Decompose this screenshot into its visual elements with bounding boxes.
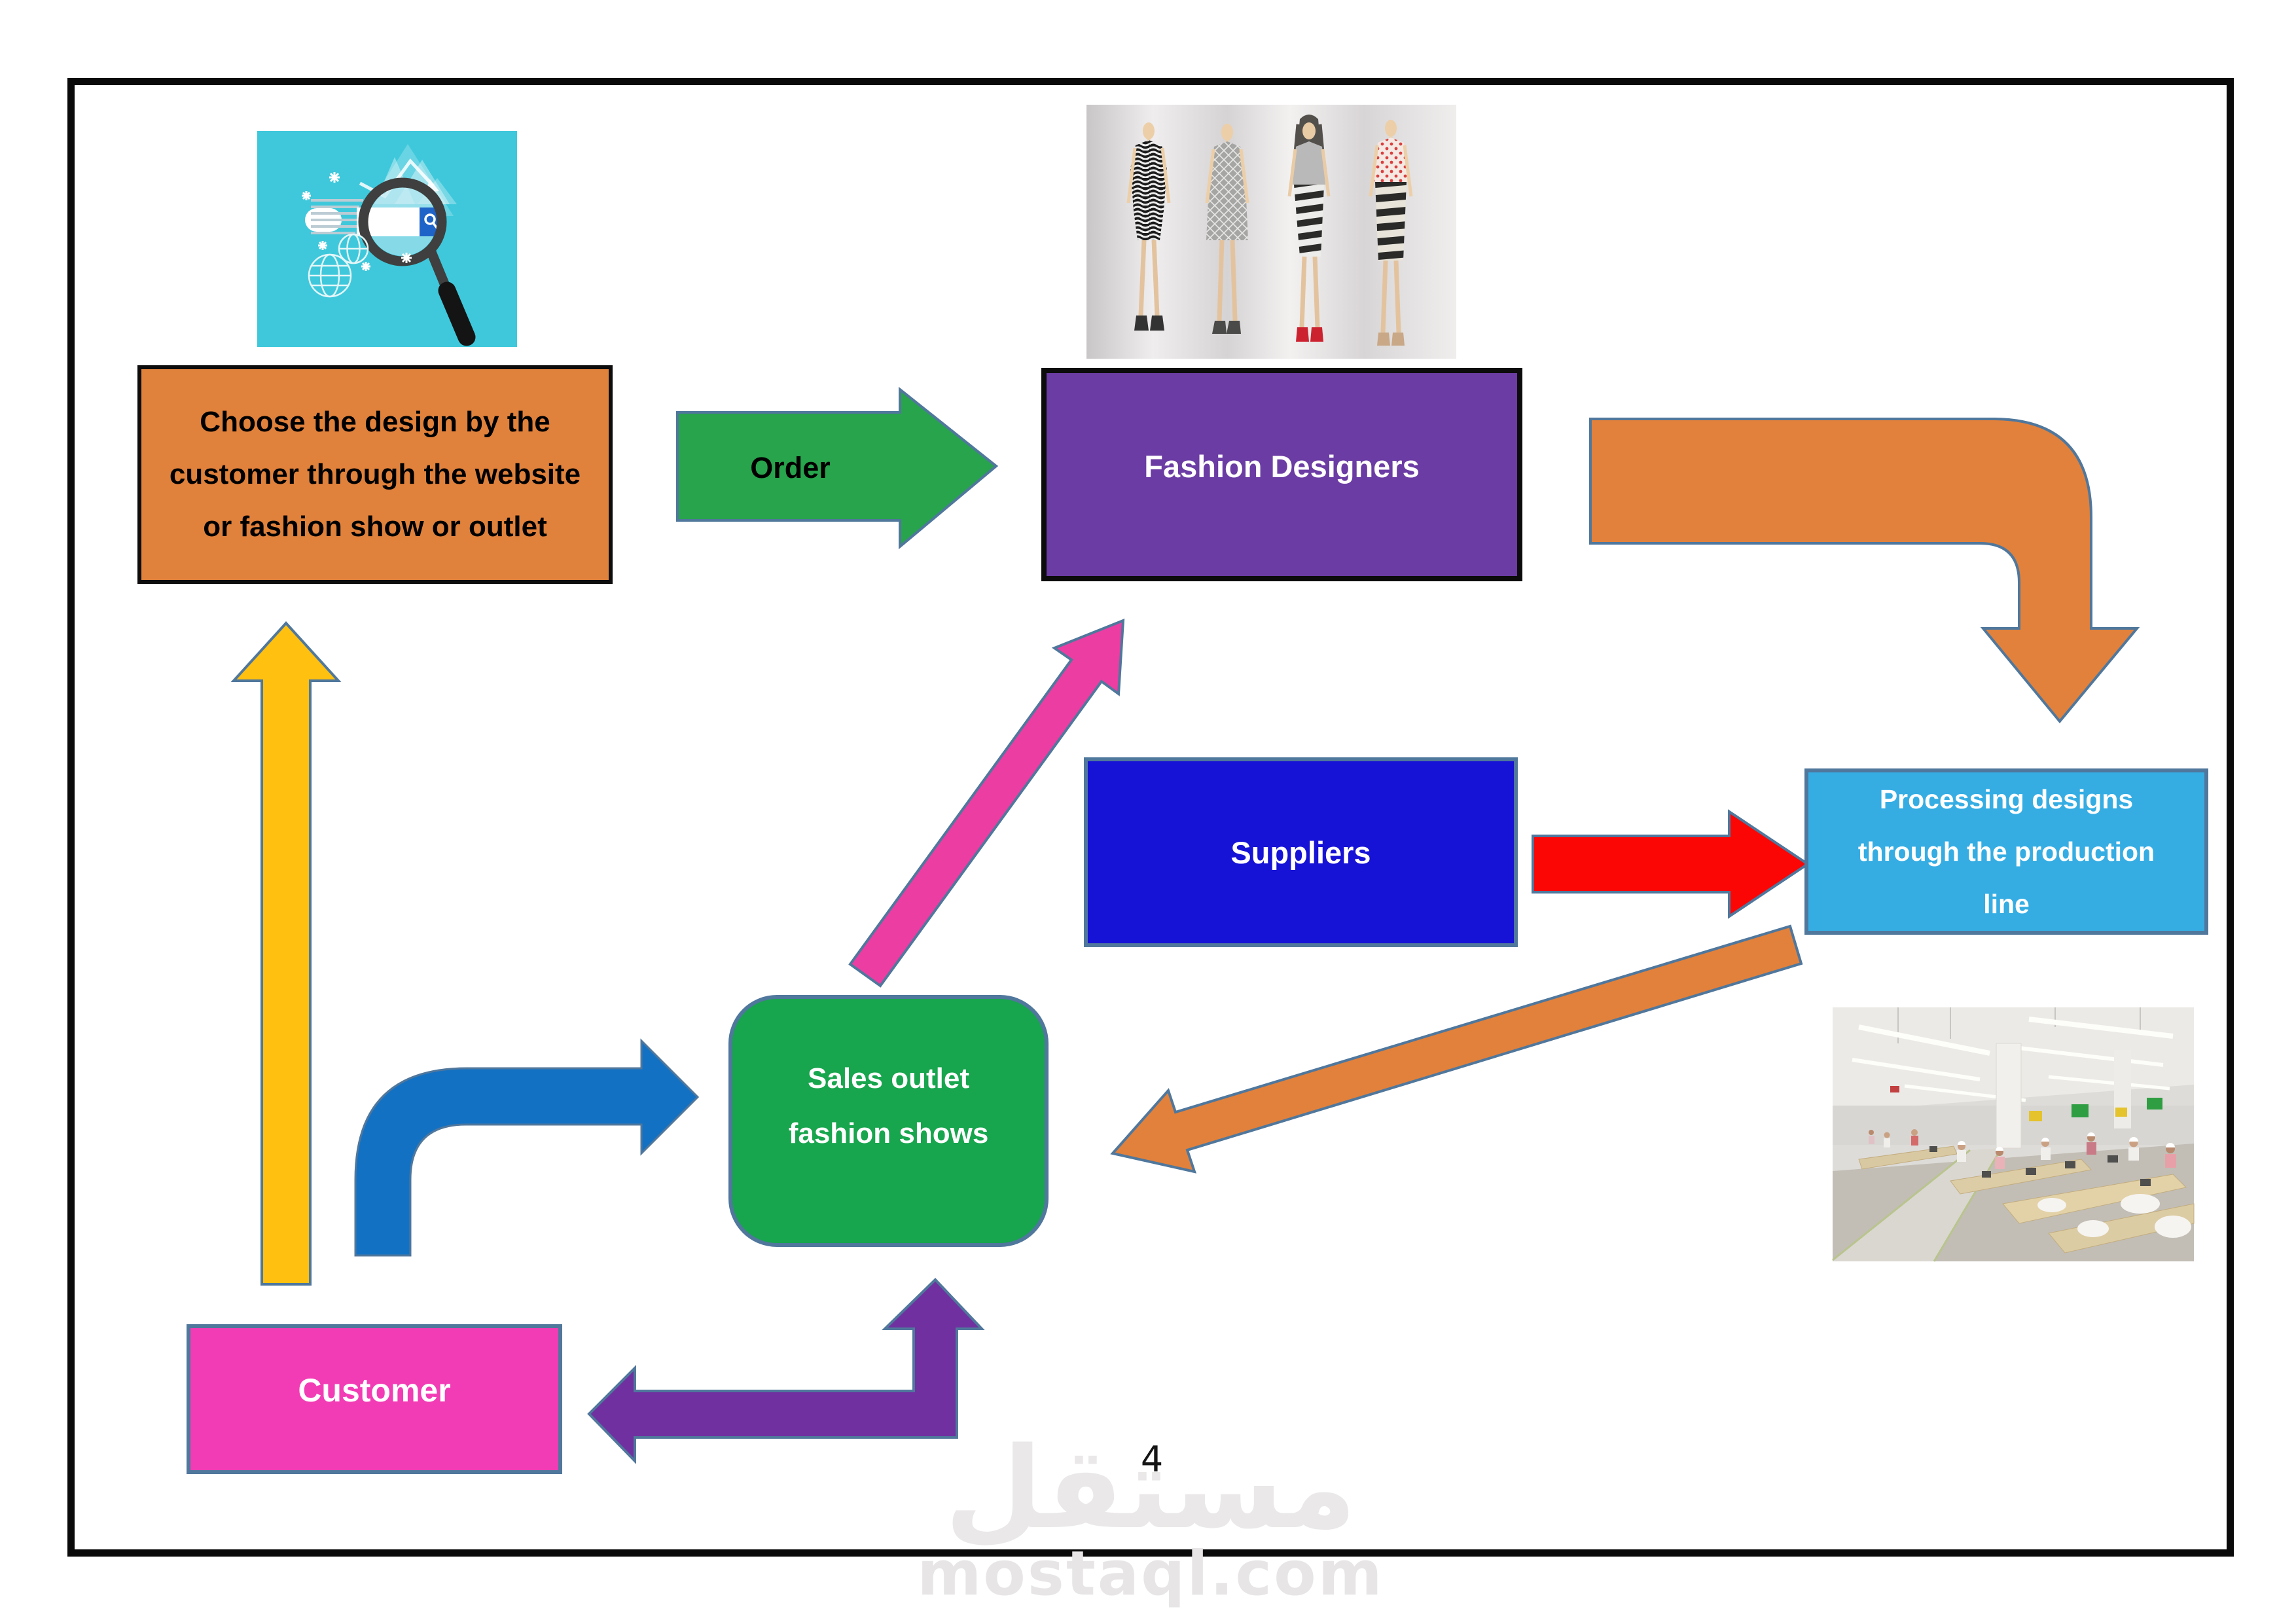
sewing-machines [1929, 1146, 2151, 1186]
choose-design-box: Choose the design by the customer throug… [137, 365, 613, 584]
fashion-designers-box: Fashion Designers [1041, 368, 1522, 581]
order-arrow [676, 386, 999, 550]
choose-design-label: Choose the design by the customer throug… [169, 406, 581, 543]
fashion-sketches-image [1086, 105, 1456, 359]
search-icon [424, 213, 436, 225]
suppliers-box: Suppliers [1084, 757, 1518, 947]
factory-image [1832, 1007, 2195, 1262]
globe-icons [308, 233, 369, 298]
customer-sales-two-way-arrow-shape [587, 1278, 985, 1464]
customer-to-choose-arrow-shape [230, 621, 342, 1286]
fabric-piles [2037, 1194, 2191, 1238]
customer-to-sales-arrow-shape [354, 1038, 700, 1257]
customer-to-choose-arrow [230, 621, 342, 1286]
text-lines-graphic [305, 199, 363, 234]
order-arrow-label: Order [750, 451, 831, 484]
sketch-figure-lace-dress [1205, 124, 1249, 334]
designers-to-production-arrow [1589, 418, 2140, 724]
sketch-figure-zebra-dress [1126, 122, 1171, 331]
customer-label: Customer [298, 1371, 451, 1409]
order-arrow-shape [676, 386, 999, 550]
factory-workers [1869, 1129, 2176, 1169]
sparkle-icons [302, 172, 412, 271]
sales-outlet-label: Sales outlet fashion shows [788, 1062, 989, 1149]
online-search-illustration-image [257, 131, 517, 347]
suppliers-to-production-arrow [1532, 809, 1810, 919]
sales-outlet-box: Sales outlet fashion shows [728, 995, 1049, 1247]
customer-box: Customer [187, 1324, 562, 1474]
customer-to-sales-arrow [354, 1038, 700, 1257]
page-number: 4 [1140, 1439, 1164, 1480]
sales-to-designers-arrow-shape [848, 618, 1125, 988]
page-border-frame [67, 78, 2234, 1557]
sketch-figure-polka-blouse [1369, 120, 1413, 346]
factory-pillar [1996, 1043, 2022, 1149]
watermark-arabic: مستقل [944, 1422, 1357, 1554]
fluorescent-lights [1852, 1017, 2174, 1102]
hanging-flags [1890, 1086, 2162, 1121]
sketch-figure-striped-skirt [1287, 115, 1331, 342]
suppliers-label: Suppliers [1230, 835, 1371, 870]
processing-designs-box: Processing designs through the productio… [1804, 768, 2208, 935]
watermark-domain: mostaql.com [917, 1538, 1384, 1610]
processing-designs-label: Processing designs through the productio… [1857, 784, 2155, 919]
customer-sales-two-way-arrow [587, 1278, 985, 1464]
designers-to-production-arrow-shape [1589, 418, 2140, 724]
suppliers-to-production-arrow-shape [1532, 809, 1810, 919]
sales-to-designers-arrow [848, 618, 1125, 988]
production-to-sales-arrow-shape [1110, 924, 1803, 1174]
production-to-sales-arrow [1110, 924, 1803, 1174]
fashion-designers-label: Fashion Designers [1144, 448, 1420, 484]
